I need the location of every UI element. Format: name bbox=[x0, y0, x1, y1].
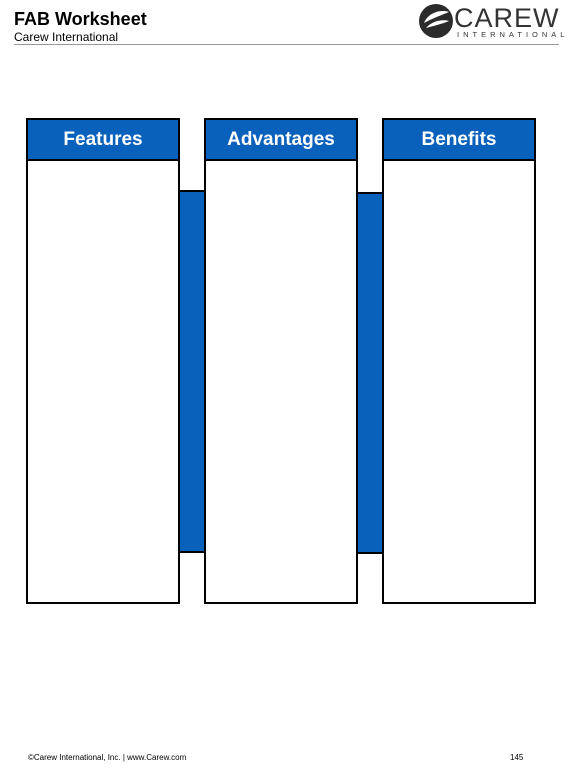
advantages-column[interactable]: Advantages bbox=[204, 118, 358, 604]
carew-leaf-logo-icon bbox=[419, 4, 453, 38]
benefits-column[interactable]: Benefits bbox=[382, 118, 536, 604]
connector-advantages-benefits bbox=[358, 192, 383, 554]
page-header: FAB Worksheet Carew International CAREW … bbox=[0, 0, 570, 48]
benefits-column-header: Benefits bbox=[384, 120, 534, 161]
advantages-column-header: Advantages bbox=[206, 120, 356, 161]
features-column[interactable]: Features bbox=[26, 118, 180, 604]
page-subtitle: Carew International bbox=[14, 30, 119, 44]
logo-wordmark: CAREW bbox=[454, 3, 560, 33]
carew-logo: CAREW INTERNATIONAL bbox=[418, 3, 564, 43]
page-number: 145 bbox=[510, 753, 524, 762]
footer-copyright: ©Carew International, Inc. | www.Carew.c… bbox=[28, 753, 187, 762]
header-divider bbox=[14, 44, 559, 45]
connector-features-advantages bbox=[180, 190, 205, 553]
page-title: FAB Worksheet bbox=[14, 9, 147, 29]
features-column-header: Features bbox=[28, 120, 178, 161]
logo-subtext: INTERNATIONAL bbox=[457, 30, 569, 39]
